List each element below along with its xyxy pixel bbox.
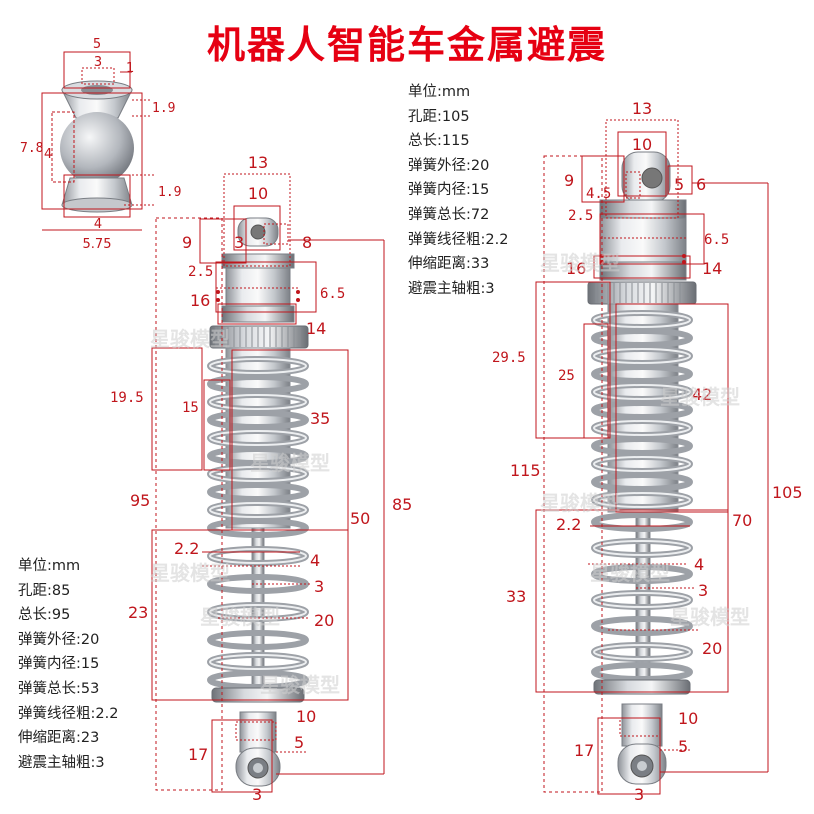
spec-line: 弹簧外径:20 [18,631,100,648]
spec-line: 伸缩距离:33 [408,256,490,273]
left-bottom-hole-w-label: 5 [294,733,304,752]
right-collar-w-label: 16 [566,259,586,278]
left-rod-label: 3 [314,577,324,596]
watermark: 星骏模型 [150,327,230,351]
left-spring-upper-h-label: 19.5 [110,390,144,406]
right-bottom-hole-label: 3 [634,785,644,804]
left-rod-outer-label: 4 [310,551,320,570]
left-bottom-eye-w-label: 10 [296,707,316,726]
left-cap-h-label: 6.5 [320,286,345,302]
right-hole-dist-label: 105 [772,483,803,502]
left-spring-inner-label: 15 [182,400,199,416]
ball-joint-part [60,80,134,213]
right-collar-h-label: 2.5 [568,208,593,224]
spec-line: 单位:mm [408,84,471,100]
right-spring-inner-label: 25 [558,368,575,384]
spec-line: 总长:95 [18,607,71,624]
left-shock-part [207,217,309,787]
watermark: 星骏模型 [670,605,750,629]
left-spring-len-label: 50 [350,509,370,528]
left-cap-right-label: 8 [302,233,312,252]
watermark: 星骏模型 [250,451,330,475]
left-spring-outer-label: 20 [314,611,334,630]
right-body-len-label: 42 [692,385,712,404]
right-eye-width-label: 10 [632,135,652,154]
right-total-len-label: 115 [510,461,541,480]
spec-line: 单位:mm [18,558,81,574]
left-collar-w-label: 16 [190,291,210,310]
left-travel-label: 23 [128,603,148,622]
spec-line: 伸缩距离:23 [18,730,100,747]
spec-line: 弹簧内径:15 [408,182,490,199]
spec-line: 弹簧线径粗:2.2 [18,705,119,722]
left-nut-w-label: 14 [306,319,326,338]
left-cap-left-label: 9 [182,233,192,252]
right-spring-outer-label: 20 [702,639,722,658]
ball-bottom-inner-label: 4 [94,217,102,232]
watermark: 星骏模型 [660,385,740,409]
watermark: 星骏模型 [590,561,670,585]
spec-line: 弹簧总长:72 [408,206,490,223]
right-bottom-hole-w-label: 5 [678,737,688,756]
left-bottom-h-label: 17 [188,745,208,764]
ball-joint: 5 3 1 1.9 7.8 4 1.9 4 5.75 [20,37,181,252]
right-cap-h-label: 6.5 [704,232,729,248]
watermark-group: 星骏模型 星骏模型 星骏模型 星骏模型 星骏模型 星骏模型 星骏模型 星骏模型 … [150,251,750,697]
ball-top-inner-label: 3 [94,55,102,70]
spec-line: 弹簧线径粗:2.2 [408,231,509,248]
ball-lower-right-label: 1.9 [158,185,181,200]
left-total-len-label: 95 [130,491,150,510]
ball-bottom-outer-label: 5.75 [83,237,112,252]
right-travel-label: 33 [506,587,526,606]
right-cap-left-label: 9 [564,171,574,190]
left-collar-h-label: 2.5 [188,264,213,280]
left-bottom-hole-label: 3 [252,785,262,804]
spec-line: 避震主轴粗:3 [18,754,105,771]
left-hole-label: 3 [234,233,244,252]
spec-line: 总长:115 [408,133,470,150]
right-hole-w-label: 5 [674,175,684,194]
ball-upper-right-label: 1.9 [152,101,175,116]
right-bottom-eye-w-label: 10 [678,709,698,728]
watermark: 星骏模型 [150,561,230,585]
left-wire-label: 2.2 [174,539,199,558]
left-eye-width-label: 10 [248,184,268,203]
watermark: 星骏模型 [200,605,280,629]
watermark: 星骏模型 [540,491,620,515]
right-bottom-h-label: 17 [574,741,594,760]
right-spring-upper-h-label: 29.5 [492,350,526,366]
left-hole-dist-label: 85 [392,495,412,514]
spec-line: 弹簧总长:53 [18,680,100,697]
spec-line: 弹簧外径:20 [408,157,490,174]
watermark: 星骏模型 [260,673,340,697]
right-rod-outer-label: 4 [694,555,704,574]
left-spec-list: 单位:mm 孔距:85 总长:95 弹簧外径:20 弹簧内径:15 弹簧总长:5… [18,554,118,775]
left-top-width-label: 13 [248,153,268,172]
spec-line: 孔距:105 [408,108,470,125]
left-shock: 13 10 9 3 8 2.5 6.5 16 14 19.5 15 35 95 … [110,153,412,804]
spec-line: 避震主轴粗:3 [408,280,495,297]
spec-line: 孔距:85 [18,582,71,599]
right-spec-list: 单位:mm 孔距:105 总长:115 弹簧外径:20 弹簧内径:15 弹簧总长… [408,80,508,301]
ball-top-right-label: 1 [126,61,134,76]
right-cap-right-label: 6 [696,175,706,194]
right-shock-part [587,151,697,785]
left-body-len-label: 35 [310,409,330,428]
right-rod-label: 3 [698,581,708,600]
right-spring-len-label: 70 [732,511,752,530]
watermark: 星骏模型 [540,251,620,275]
right-shock: 13 10 9 4.5 5 6 2.5 6.5 16 14 29.5 25 42… [492,99,803,804]
right-top-width-label: 13 [632,99,652,118]
page-title: 机器人智能车金属避震 [206,23,607,67]
spec-line: 弹簧内径:15 [18,656,100,673]
right-nut-w-label: 14 [702,259,722,278]
right-hole-inner-label: 4.5 [586,186,611,202]
ball-inner-height-label: 4 [44,147,52,162]
ball-height-label: 7.8 [20,141,43,156]
ball-top-outer-label: 5 [93,37,101,52]
right-wire-label: 2.2 [556,515,581,534]
